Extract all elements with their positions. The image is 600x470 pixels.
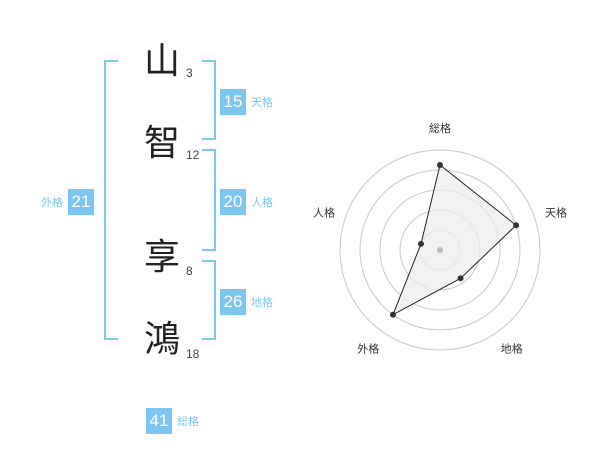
tenkaku-value: 15 bbox=[220, 89, 246, 115]
stroke-count-2: 12 bbox=[186, 148, 200, 162]
chikaku-value: 26 bbox=[220, 289, 246, 315]
radar-axis-label: 天格 bbox=[545, 205, 567, 219]
soukaku-value: 41 bbox=[146, 408, 172, 434]
gaikaku-value: 21 bbox=[68, 189, 94, 215]
soukaku-label: 総格 bbox=[177, 415, 199, 428]
name-char-3: 享 bbox=[143, 237, 180, 278]
radar-point-4 bbox=[389, 311, 396, 318]
gaikaku-label: 外格 bbox=[41, 196, 63, 209]
radar-point-2 bbox=[513, 222, 520, 229]
radar-axis-label: 総格 bbox=[429, 121, 451, 135]
stroke-count-3: 8 bbox=[186, 264, 193, 278]
radar-polygon bbox=[392, 164, 517, 316]
radar-ring bbox=[339, 149, 541, 351]
radar-axis-label: 外格 bbox=[357, 342, 379, 356]
radar-axis-label: 人格 bbox=[313, 205, 335, 219]
gaikaku-badge: 21 外格 bbox=[41, 189, 94, 215]
name-char-1: 山 bbox=[143, 41, 180, 82]
jinkaku-badge: 20 人格 bbox=[220, 189, 273, 215]
name-char-4: 鴻 bbox=[143, 319, 180, 360]
gaikaku-bracket bbox=[104, 60, 118, 340]
stroke-count-4: 18 bbox=[186, 347, 200, 361]
chikaku-label: 地格 bbox=[251, 296, 273, 309]
chikaku-badge: 26 地格 bbox=[220, 289, 273, 315]
tenkaku-badge: 15 天格 bbox=[220, 89, 273, 115]
stroke-count-1: 3 bbox=[186, 66, 193, 80]
soukaku-badge: 41 総格 bbox=[146, 408, 199, 434]
jinkaku-bracket bbox=[202, 149, 216, 251]
radar-center-dot bbox=[437, 247, 443, 253]
radar-axis-label: 地格 bbox=[501, 342, 523, 356]
radar-point-1 bbox=[437, 162, 443, 168]
chikaku-bracket bbox=[202, 260, 216, 340]
jinkaku-label: 人格 bbox=[251, 196, 273, 209]
name-char-2: 智 bbox=[143, 123, 180, 164]
tenkaku-bracket bbox=[202, 60, 216, 140]
radar-point-5 bbox=[417, 240, 424, 247]
jinkaku-value: 20 bbox=[220, 189, 246, 215]
radar-point-3 bbox=[457, 275, 464, 282]
tenkaku-label: 天格 bbox=[251, 96, 273, 109]
